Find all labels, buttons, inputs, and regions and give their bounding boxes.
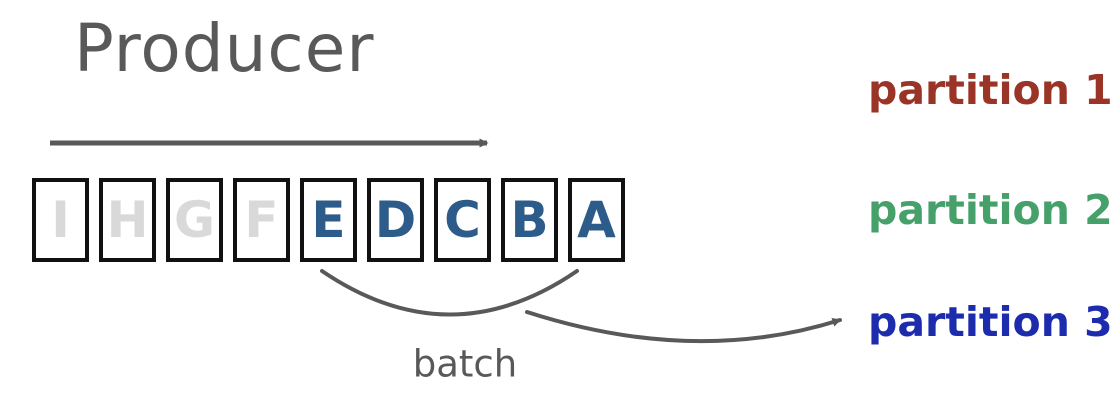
message-box: B xyxy=(501,178,558,262)
partition-1-label: partition 1 xyxy=(868,66,1113,114)
message-box: G xyxy=(166,178,223,262)
partition-2-label: partition 2 xyxy=(868,186,1113,234)
message-box: F xyxy=(233,178,290,262)
message-box: I xyxy=(32,178,89,262)
partition-3-label: partition 3 xyxy=(868,298,1113,346)
message-letter: A xyxy=(577,191,616,249)
batch-to-partition-arrow xyxy=(525,310,842,344)
message-letter: B xyxy=(510,191,549,249)
message-box: D xyxy=(367,178,424,262)
batch-label: batch xyxy=(412,342,518,386)
message-letter: E xyxy=(311,191,346,249)
message-letter: H xyxy=(106,191,149,249)
message-box: C xyxy=(434,178,491,262)
message-letter: D xyxy=(374,191,417,249)
message-letter: G xyxy=(173,191,216,249)
message-letter: I xyxy=(51,191,70,249)
message-letter: C xyxy=(444,191,481,249)
message-box: H xyxy=(99,178,156,262)
producer-title: Producer xyxy=(74,10,375,87)
message-box: E xyxy=(300,178,357,262)
message-letter: F xyxy=(244,191,279,249)
batch-bracket-curve xyxy=(320,269,579,317)
message-box: A xyxy=(568,178,625,262)
